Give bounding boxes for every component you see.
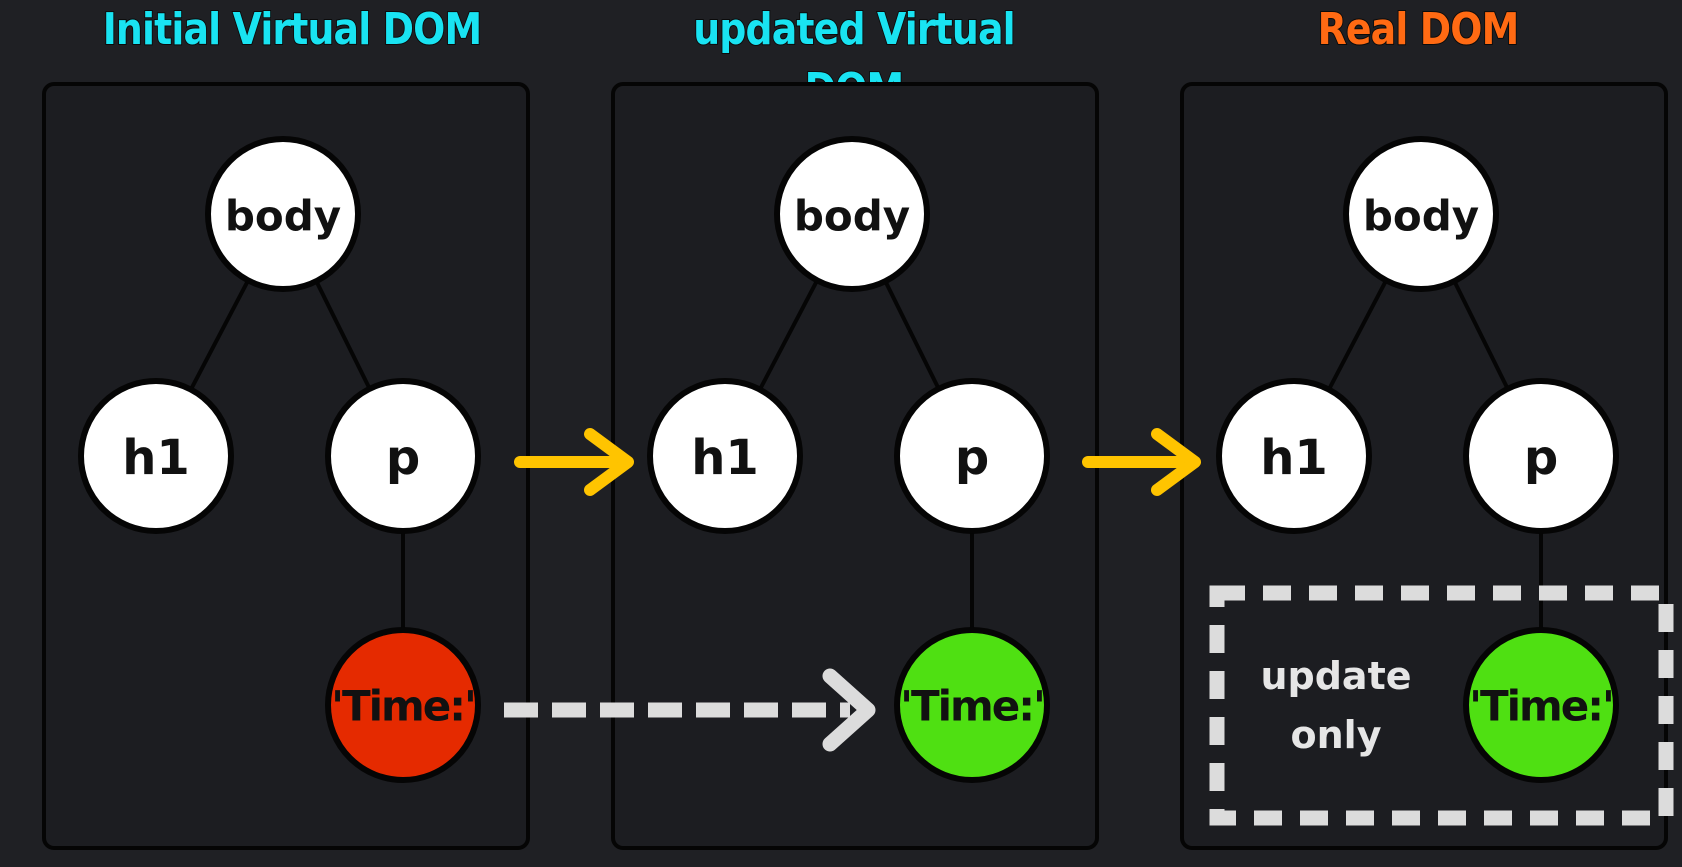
tree-updated-virtual-dom: body h1 p 'Time:' [647, 136, 1050, 783]
node-h1-circle [1216, 378, 1372, 534]
panel-title-initial-virtual-dom: Initial Virtual DOM [102, 3, 483, 56]
node-body-label: body [794, 192, 910, 241]
node-body-label: body [225, 192, 341, 241]
node-h1-circle [647, 378, 803, 534]
node-p-label: p [1524, 430, 1558, 486]
arrow-updated-to-real-head [1151, 428, 1201, 496]
node-h1-circle [78, 378, 234, 534]
arrows-layer [504, 428, 1201, 752]
node-h1-label: h1 [122, 430, 190, 486]
node-body-circle [205, 136, 361, 292]
node-p-circle [325, 378, 481, 534]
arrow-initial-to-updated-head [584, 428, 634, 496]
node-time-circle [325, 627, 481, 783]
node-body-label: body [1363, 192, 1479, 241]
node-time-label: 'Time:' [331, 682, 475, 731]
update-only-label-line-2: only [1291, 713, 1382, 757]
tree-real-dom: body h1 p 'Time:' update only [1209, 136, 1674, 826]
node-h1-label: h1 [1260, 430, 1328, 486]
panel-title-real-dom: Real DOM [1317, 3, 1520, 56]
node-body-circle [1343, 136, 1499, 292]
node-p-label: p [955, 430, 989, 486]
node-time-label: 'Time:' [1469, 682, 1613, 731]
node-time-label: 'Time:' [900, 682, 1044, 731]
node-h1-label: h1 [691, 430, 759, 486]
node-p-circle [894, 378, 1050, 534]
node-time-circle [894, 627, 1050, 783]
node-time-circle [1463, 627, 1619, 783]
dashed-diff-arrow-head [822, 668, 876, 752]
tree-initial-virtual-dom: body h1 p 'Time:' [78, 136, 481, 783]
update-only-box [1209, 585, 1674, 826]
update-only-label-line-1: update [1260, 654, 1411, 698]
node-p-circle [1463, 378, 1619, 534]
node-body-circle [774, 136, 930, 292]
node-p-label: p [386, 430, 420, 486]
